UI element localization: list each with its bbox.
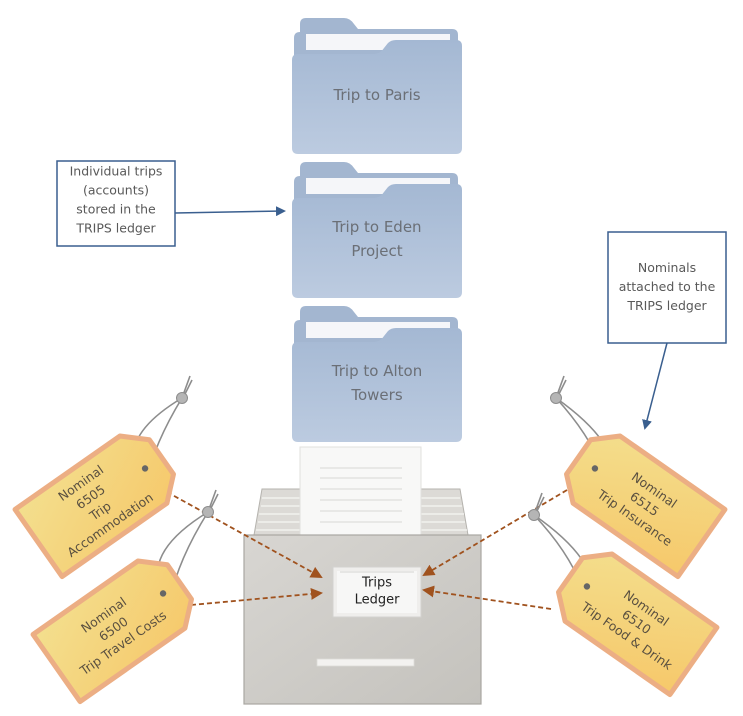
tag-hole-icon <box>141 465 149 472</box>
text-line: Trip to Paris <box>332 86 420 104</box>
text-line: Project <box>351 242 402 260</box>
text-line: Individual trips <box>70 164 163 179</box>
arrow-6505-to-ledger <box>166 491 323 578</box>
tag-6505[interactable]: Nominal6505TripAccommodation <box>12 375 193 580</box>
tag-knot-icon <box>202 506 214 518</box>
nominal-link-arrows <box>166 489 568 610</box>
tag-shape <box>564 433 728 580</box>
tag-body: Nominal6505TripAccommodation <box>12 433 176 580</box>
text-line: TRIPS ledger <box>626 298 707 313</box>
folder-front-icon <box>292 184 462 298</box>
text-line: (accounts) <box>83 183 149 198</box>
text-line: Trip to Alton <box>331 362 422 380</box>
arrow-6500-to-ledger <box>190 587 323 606</box>
callout-trips-box <box>56 160 176 247</box>
callout-nominals-arrow <box>642 342 668 430</box>
text-line: Trips <box>361 576 392 591</box>
tag-hole-icon <box>583 583 591 590</box>
text-line: Ledger <box>355 593 401 608</box>
tag-knot-icon <box>176 392 188 404</box>
tag-body: Nominal6510Trip Food & Drink <box>556 551 720 698</box>
tag-knot-icon <box>528 509 540 521</box>
ledger-paper <box>299 446 422 540</box>
text-line: attached to the <box>619 279 716 294</box>
arrow-6515-to-ledger <box>422 489 568 577</box>
cabinet-drawer-handle[interactable] <box>316 658 415 667</box>
text-line: stored in the <box>76 202 156 217</box>
tag-6515[interactable]: Nominal6515Trip Insurance <box>550 375 728 580</box>
folder-front-icon <box>292 328 462 442</box>
text-line: TRIPS ledger <box>75 221 156 236</box>
text-line: Towers <box>350 386 402 404</box>
ledger-paper-lines <box>320 467 402 523</box>
folder-trip-to-paris[interactable]: Trip to Paris <box>292 18 462 154</box>
tag-shape <box>30 558 194 705</box>
text-line: Trip to Eden <box>331 218 421 236</box>
callout-nominals-box <box>607 231 727 344</box>
tag-hole-icon <box>159 590 167 597</box>
cabinet-drawer-front <box>243 534 482 705</box>
tag-shape <box>12 433 176 580</box>
ledger-label-card <box>337 571 417 613</box>
callout-trips-arrow <box>174 206 286 217</box>
tag-knot-icon <box>550 392 562 404</box>
folder-label: Trip to Paris <box>332 86 420 104</box>
tag-hole-icon <box>591 465 599 472</box>
arrow-6510-to-ledger <box>422 585 552 610</box>
text-line: Nominals <box>638 260 696 275</box>
tag-body: Nominal6515Trip Insurance <box>564 433 728 580</box>
tag-shape <box>556 551 720 698</box>
folder-front-icon <box>292 40 462 154</box>
tag-6510[interactable]: Nominal6510Trip Food & Drink <box>528 492 720 698</box>
